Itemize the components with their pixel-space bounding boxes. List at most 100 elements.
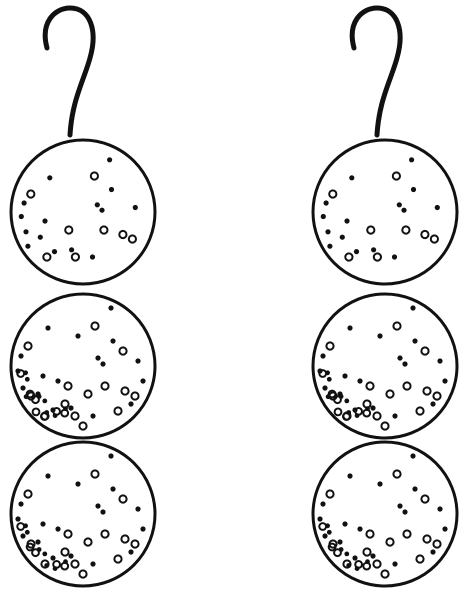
speck-dot: [128, 401, 133, 406]
speck-dot: [15, 516, 20, 521]
speck-dot: [324, 200, 329, 205]
speck-dot: [108, 305, 113, 310]
speck-dot: [40, 521, 45, 526]
speck-dot: [18, 501, 23, 506]
speck-dot: [44, 563, 49, 568]
speck-dot: [344, 218, 349, 223]
speck-dot: [90, 254, 95, 259]
speck-dot: [325, 229, 330, 234]
speck-dot: [47, 175, 52, 180]
speck-dot: [107, 157, 112, 162]
speck-dot: [22, 200, 27, 205]
speck-dot: [370, 553, 375, 558]
speck-dot: [370, 405, 375, 410]
speck-dot: [322, 533, 327, 538]
speck-dot: [38, 235, 43, 240]
speck-dot: [320, 353, 325, 358]
speck-dot: [133, 205, 138, 210]
speck-dot: [68, 553, 73, 558]
speck-dot: [95, 503, 100, 508]
speck-dot: [357, 378, 362, 383]
speck-dot: [42, 218, 47, 223]
speck-dot: [397, 202, 402, 207]
speck-dot: [110, 486, 115, 491]
speck-dot: [344, 399, 349, 404]
speck-dot: [320, 501, 325, 506]
speck-dot: [95, 355, 100, 360]
speck-dot: [99, 208, 104, 213]
ball-left-middle: [11, 294, 155, 438]
speck-dot: [317, 516, 322, 521]
speck-dot: [371, 247, 376, 252]
speck-dot: [55, 378, 60, 383]
speck-dot: [24, 394, 29, 399]
speck-dot: [20, 385, 25, 390]
speck-dot: [355, 566, 360, 571]
hook-left: [45, 8, 93, 135]
speck-dot: [347, 325, 352, 330]
speck-dot: [437, 358, 442, 363]
speck-dot: [430, 401, 435, 406]
speck-dot: [23, 229, 28, 234]
speck-dot: [327, 530, 332, 535]
speck-dot: [18, 353, 23, 358]
speck-dot: [355, 413, 360, 418]
speck-dot: [95, 202, 100, 207]
speck-dot: [442, 378, 447, 383]
speck-dot: [108, 453, 113, 458]
speck-dot: [412, 338, 417, 343]
speck-dot: [69, 247, 74, 252]
speck-dot: [402, 509, 407, 514]
speck-dot: [50, 555, 55, 560]
speck-dot: [435, 205, 440, 210]
ball-right-top: [313, 140, 457, 284]
speck-dot: [53, 566, 58, 571]
speck-dot: [411, 187, 416, 192]
speck-dot: [377, 481, 382, 486]
speck-dot: [75, 481, 80, 486]
speck-dot: [90, 413, 95, 418]
speck-dot: [52, 249, 57, 254]
speck-dot: [340, 235, 345, 240]
speck-dot: [128, 549, 133, 554]
speck-dot: [25, 244, 30, 249]
speck-dot: [392, 561, 397, 566]
strand-right: [313, 8, 457, 586]
speck-dot: [321, 214, 326, 219]
speck-dot: [42, 552, 47, 557]
speck-dot: [68, 405, 73, 410]
speck-dot: [20, 533, 25, 538]
speck-dot: [401, 208, 406, 213]
speck-dot: [342, 373, 347, 378]
speck-dot: [412, 486, 417, 491]
speck-dot: [25, 377, 30, 382]
speck-dot: [377, 333, 382, 338]
ball-left-top: [11, 140, 155, 284]
speck-dot: [100, 509, 105, 514]
speck-dot: [110, 338, 115, 343]
speck-dot: [140, 378, 145, 383]
ball-right-middle: [313, 294, 457, 438]
speck-dot: [430, 549, 435, 554]
speck-dot: [42, 399, 47, 404]
speck-dot: [409, 157, 414, 162]
speck-dot: [397, 503, 402, 508]
speck-dot: [344, 552, 349, 557]
speck-dot: [53, 413, 58, 418]
speck-dot: [392, 413, 397, 418]
speck-dot: [327, 377, 332, 382]
speck-dot: [410, 453, 415, 458]
speck-dot: [437, 506, 442, 511]
speck-dot: [349, 175, 354, 180]
speck-dot: [346, 563, 351, 568]
ball-right-bottom: [313, 442, 457, 586]
speck-dot: [55, 526, 60, 531]
speck-dot: [90, 561, 95, 566]
speck-dot: [327, 244, 332, 249]
speck-dot: [35, 539, 40, 544]
speck-dot: [40, 373, 45, 378]
speck-dot: [357, 526, 362, 531]
speck-dot: [402, 361, 407, 366]
speck-dot: [354, 249, 359, 254]
